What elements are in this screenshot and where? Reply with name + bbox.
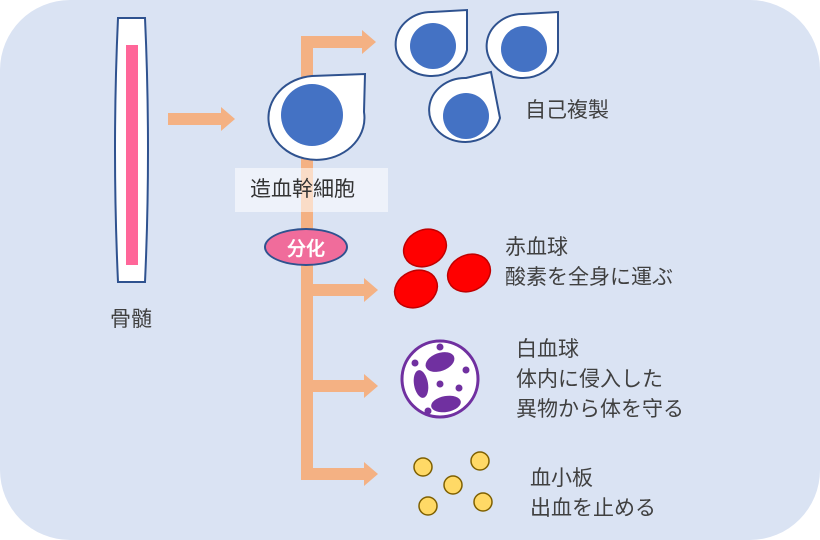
self-replication-label: 自己複製 xyxy=(525,98,609,122)
stem-cell-label: 造血幹細胞 xyxy=(250,177,355,201)
red-blood-cell-name: 赤血球 xyxy=(505,235,568,259)
stem-cell-label-box xyxy=(235,168,388,212)
arrow-white-blood-cell xyxy=(307,374,378,398)
white-blood-cell-function-1: 体内に侵入した xyxy=(516,367,663,391)
white-blood-cell-name: 白血球 xyxy=(516,337,579,361)
arrow-self-replication xyxy=(301,30,376,54)
replicated-cell-icon xyxy=(485,10,559,79)
platelet-icon xyxy=(413,451,493,516)
marrow-core xyxy=(126,45,138,265)
bone-icon xyxy=(114,17,149,283)
bone-marrow-label: 骨髄 xyxy=(110,307,152,331)
arrow-to-stem-cell xyxy=(168,107,235,131)
differentiation-badge: 分化 xyxy=(264,228,348,266)
white-blood-cell-function-2: 異物から体を守る xyxy=(516,397,684,421)
red-blood-cell-icon xyxy=(393,228,492,309)
replicated-cell-icon xyxy=(428,70,502,143)
red-blood-cell-function: 酸素を全身に運ぶ xyxy=(505,265,673,289)
replicated-cell-icon xyxy=(394,8,468,77)
arrow-platelet xyxy=(301,462,378,486)
white-blood-cell-icon xyxy=(400,339,480,419)
arrow-red-blood-cell xyxy=(307,278,378,302)
platelet-name: 血小板 xyxy=(530,466,593,490)
platelet-function: 出血を止める xyxy=(530,496,656,520)
stem-cell-icon xyxy=(267,72,367,161)
